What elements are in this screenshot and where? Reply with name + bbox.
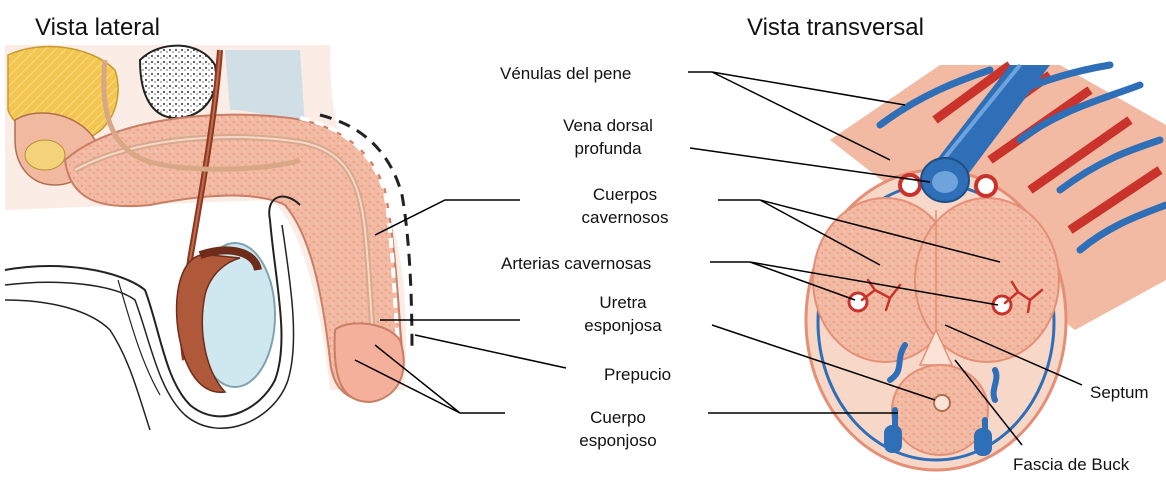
gland (25, 140, 65, 170)
label-vena-line1: Vena dorsal (538, 114, 678, 137)
label-uretra: Uretra esponjosa (548, 291, 698, 337)
transverse-view (806, 65, 1166, 470)
leader-cuerpos-left (375, 200, 520, 235)
label-fascia: Fascia de Buck (1013, 453, 1129, 476)
label-cuerpos-cav-line1: Cuerpos (540, 183, 710, 206)
label-arterias: Arterias cavernosas (501, 252, 651, 275)
title-lateral: Vista lateral (35, 14, 160, 42)
urethra-transverse (934, 395, 950, 411)
label-vena-line2: profunda (538, 137, 678, 160)
vein-stub-right (974, 428, 992, 456)
label-uretra-line2: esponjosa (548, 314, 698, 337)
label-septum: Septum (1090, 381, 1149, 404)
vein-stub-left (884, 425, 902, 453)
label-cuerpos-cavernosos: Cuerpos cavernosos (540, 183, 710, 229)
glans-lateral (335, 323, 404, 402)
pubic-bone (140, 46, 216, 119)
label-cuerpos-cav-line2: cavernosos (540, 206, 710, 229)
cavernous-artery-left (849, 293, 867, 311)
label-prepucio: Prepucio (604, 363, 671, 386)
label-uretra-line1: Uretra (548, 291, 698, 314)
label-cuerpo-esp-line2: esponjoso (548, 429, 688, 452)
label-vena-dorsal: Vena dorsal profunda (538, 114, 678, 160)
lateral-view (5, 45, 412, 430)
label-cuerpo-esponjoso: Cuerpo esponjoso (548, 406, 688, 452)
dorsal-artery-right (976, 176, 996, 196)
label-cuerpo-esp-line1: Cuerpo (548, 406, 688, 429)
label-venulas: Vénulas del pene (500, 62, 631, 85)
title-transverse: Vista transversal (747, 14, 924, 42)
leader-prepucio-left (415, 335, 566, 368)
